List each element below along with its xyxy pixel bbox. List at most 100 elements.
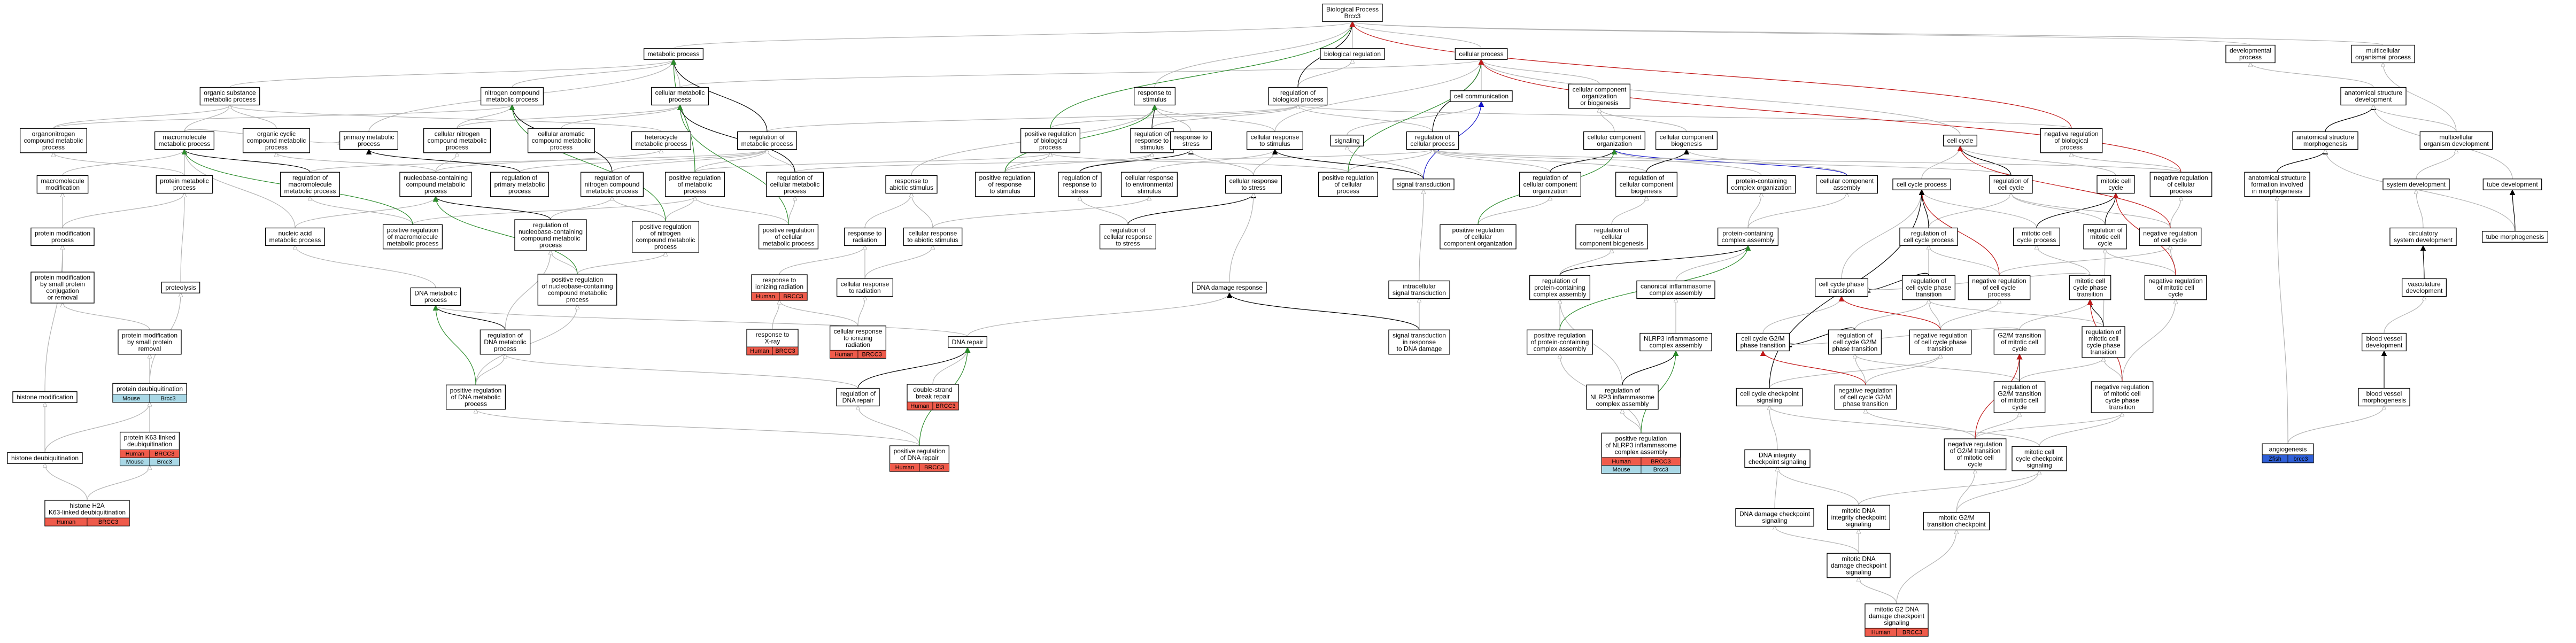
go-term-node[interactable]: proteolysis	[161, 282, 200, 293]
go-term-node[interactable]: cell communication	[1450, 90, 1513, 102]
go-term-node[interactable]: signaling	[1330, 135, 1364, 146]
go-term-node[interactable]: cellular process	[1455, 48, 1508, 60]
go-term-node[interactable]: histone modification	[12, 391, 78, 403]
go-term-node[interactable]: regulation ofnucleobase-containingcompou…	[514, 219, 587, 251]
go-term-node[interactable]: cell cycle	[1943, 135, 1977, 146]
go-term-node[interactable]: system development	[2382, 179, 2450, 190]
go-term-node[interactable]: cell cycle process	[1892, 179, 1951, 190]
go-term-node[interactable]: tube development	[2482, 179, 2542, 190]
go-term-node[interactable]: signal transduction	[1393, 179, 1455, 190]
